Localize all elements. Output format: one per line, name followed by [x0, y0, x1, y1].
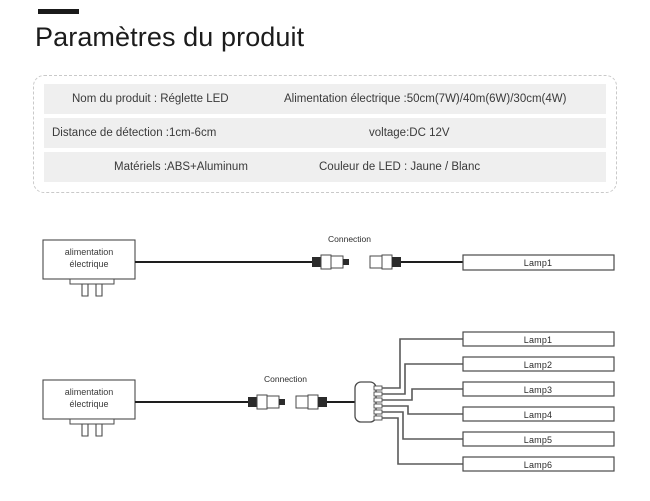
- dc-connector-female: [369, 254, 401, 270]
- plug-prong-right: [95, 424, 103, 437]
- hub-port-5: [373, 409, 383, 415]
- lamp-label-5: Lamp5: [523, 435, 553, 445]
- hub-port-6: [373, 415, 383, 421]
- spec-table: Nom du produit : Réglette LED Alimentati…: [33, 75, 617, 193]
- branch-wire-4: [382, 405, 463, 415]
- table-row: Distance de détection :1cm-6cm voltage:D…: [44, 118, 606, 148]
- branch-wire-5: [382, 411, 463, 440]
- spec-cell-voltage: voltage:DC 12V: [369, 127, 450, 139]
- title-rule: [38, 9, 79, 14]
- power-adapter-label: alimentation électrique: [43, 386, 135, 410]
- hub-port-1: [373, 385, 383, 391]
- spec-cell-materials: Matériels :ABS+Aluminum: [114, 161, 248, 173]
- branch-wire-2: [382, 363, 463, 395]
- table-row: Nom du produit : Réglette LED Alimentati…: [44, 84, 606, 114]
- connection-label: Connection: [328, 234, 372, 244]
- connection-label: Connection: [264, 374, 308, 384]
- spec-cell-power-supply: Alimentation électrique :50cm(7W)/40m(6W…: [284, 93, 567, 105]
- spec-cell-product-name: Nom du produit : Réglette LED: [72, 93, 229, 105]
- lamp-label-4: Lamp4: [523, 410, 553, 420]
- splitter-hub: [354, 381, 377, 423]
- branch-wire-3: [382, 388, 463, 401]
- lamp-label-1: Lamp1: [523, 335, 553, 345]
- power-adapter-label-line1: alimentation: [64, 387, 114, 397]
- dc-connector-male: [248, 394, 285, 410]
- lamp-label-3: Lamp3: [523, 385, 553, 395]
- dc-connector-male: [312, 254, 349, 270]
- branch-wire-6: [382, 417, 463, 465]
- hub-port-2: [373, 391, 383, 397]
- power-adapter-lip: [69, 418, 115, 425]
- spec-cell-detection-distance: Distance de détection :1cm-6cm: [52, 127, 217, 139]
- hub-port-4: [373, 403, 383, 409]
- lamp-label-2: Lamp2: [523, 360, 553, 370]
- power-adapter-label: alimentation électrique: [43, 246, 135, 270]
- plug-prong-left: [81, 284, 89, 297]
- dc-connector-female: [295, 394, 327, 410]
- lamp-label-6: Lamp6: [523, 460, 553, 470]
- power-adapter-label-line1: alimentation: [64, 247, 114, 257]
- hub-port-3: [373, 397, 383, 403]
- page-title: Paramètres du produit: [35, 22, 305, 52]
- spec-cell-led-color: Couleur de LED : Jaune / Blanc: [319, 161, 481, 173]
- power-adapter-label-line2: électrique: [69, 399, 109, 409]
- table-row: Matériels :ABS+Aluminum Couleur de LED :…: [44, 152, 606, 182]
- power-adapter-label-line2: électrique: [69, 259, 109, 269]
- branch-wire-1: [382, 338, 463, 389]
- plug-prong-right: [95, 284, 103, 297]
- power-adapter-lip: [69, 278, 115, 285]
- plug-prong-left: [81, 424, 89, 437]
- lamp-label-1: Lamp1: [523, 258, 553, 268]
